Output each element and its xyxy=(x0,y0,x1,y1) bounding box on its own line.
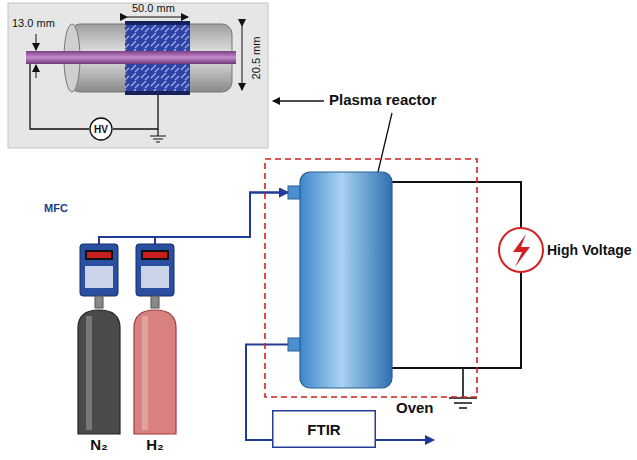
ftir-box xyxy=(273,411,376,448)
ftir-analyzer: FTIR xyxy=(272,410,376,448)
part-name: High Voltage xyxy=(547,242,632,258)
mfc-panel xyxy=(141,266,169,288)
plasma-reactor xyxy=(300,172,392,388)
node-text: H₂ xyxy=(128,436,182,453)
cylinder-highlight xyxy=(142,316,148,430)
gas-line xyxy=(155,193,288,245)
part-name: MFC xyxy=(44,202,68,214)
node-text: Oven xyxy=(396,399,434,416)
oven-shape xyxy=(264,158,478,420)
lightning-bolt xyxy=(513,234,530,267)
gas-cylinder-h2-shape xyxy=(128,244,182,458)
hv-source: HV xyxy=(89,117,113,141)
leader-arrow xyxy=(273,100,324,101)
mfc-panel xyxy=(85,266,113,288)
inset-background xyxy=(8,3,268,148)
part-name: Plasma reactor xyxy=(329,91,437,108)
dimension-label: 13.0 mm xyxy=(12,17,55,29)
cylinder-highlight xyxy=(86,316,92,430)
mfc-display xyxy=(141,250,169,260)
inner-electrode-rod xyxy=(26,51,236,64)
ground-symbol xyxy=(449,368,477,408)
gas-cylinder-n2: N₂ xyxy=(72,244,126,458)
gas-cylinder xyxy=(134,310,176,434)
dimension-line xyxy=(36,65,37,78)
hv-source-outline xyxy=(90,118,112,140)
oven: Oven xyxy=(264,158,478,420)
mfc-display-glow xyxy=(87,252,111,258)
node-text: HV xyxy=(94,124,108,135)
dimension-line xyxy=(36,34,37,50)
dimension-line xyxy=(242,26,243,90)
wire xyxy=(30,64,89,129)
gas-cylinder xyxy=(78,310,120,434)
node-text: FTIR xyxy=(307,421,340,438)
ground-symbol xyxy=(150,129,166,142)
exhaust-line xyxy=(376,439,434,441)
mass-flow-controller xyxy=(136,244,174,296)
power-source-symbol xyxy=(499,228,543,272)
mfc-display xyxy=(85,250,113,260)
dimension-label: 50.0 mm xyxy=(132,2,175,14)
outer-electrode xyxy=(125,91,190,95)
mfc-display-glow xyxy=(143,252,167,258)
regulator-valve xyxy=(151,296,159,308)
oven-outline xyxy=(265,159,477,397)
mass-flow-controller xyxy=(80,244,118,296)
wire xyxy=(392,272,521,368)
wire xyxy=(392,182,521,228)
dimension-label: 20.5 mm xyxy=(250,37,262,80)
gas-cylinder-h2: H₂ xyxy=(128,244,182,458)
high-voltage-circuit xyxy=(392,182,543,408)
gas-line xyxy=(99,193,288,245)
wire xyxy=(113,95,158,129)
outer-electrode xyxy=(125,21,190,25)
gas-cylinder-n2-shape xyxy=(72,244,126,458)
dimension-line xyxy=(127,17,188,18)
inset-panel xyxy=(8,3,268,148)
node-text: N₂ xyxy=(72,436,126,453)
regulator-valve xyxy=(95,296,103,308)
